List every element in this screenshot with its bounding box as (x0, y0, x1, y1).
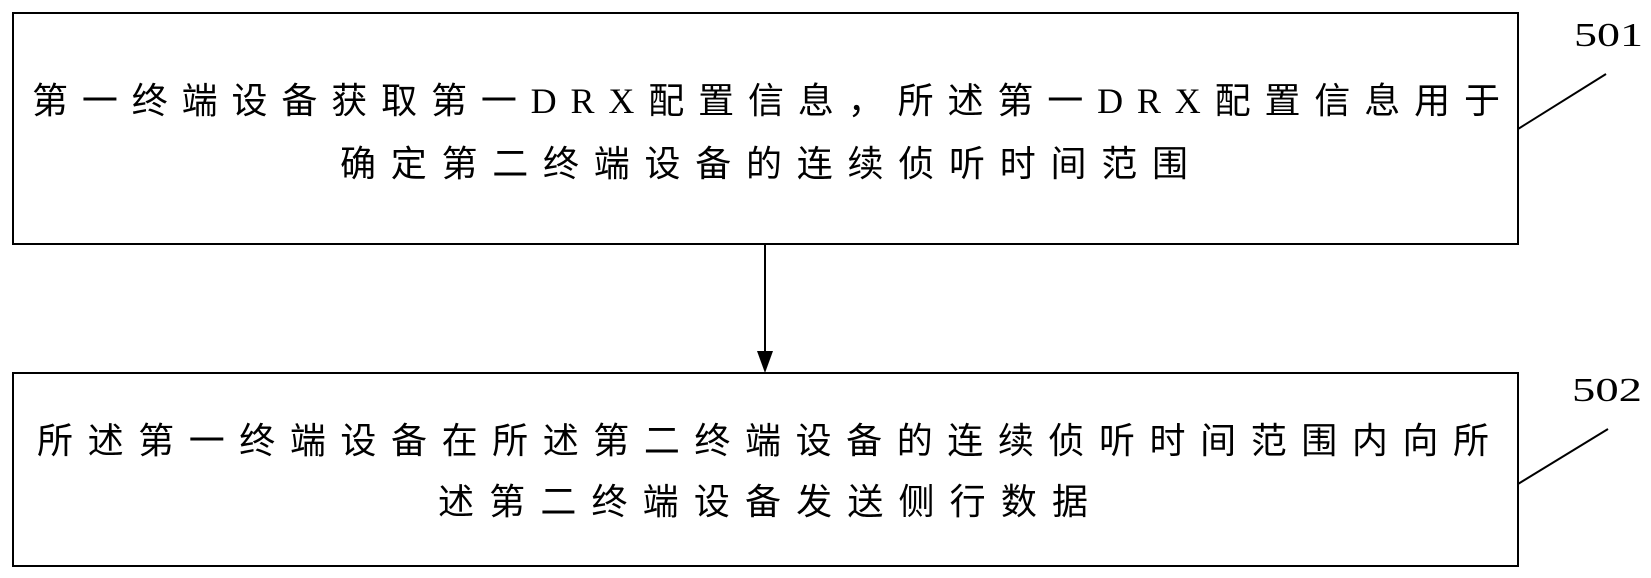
step-text-line: 第一终端设备获取第一DRX配置信息，所述第一DRX配置信息用于 (32, 81, 1500, 121)
step-box-501 (12, 12, 1519, 245)
step-502: 所述第一终端设备在所述第二终端设备的连续侦听时间范围内向所 述第二终端设备发送侧… (12, 372, 1642, 567)
step-501: 第一终端设备获取第一DRX配置信息，所述第一DRX配置信息用于 确定第二终端设备… (12, 12, 1643, 245)
leader-line (1517, 428, 1609, 485)
step-box-502 (12, 372, 1519, 567)
step-label: 502 (1572, 372, 1642, 409)
step-text-line: 所述第一终端设备在所述第二终端设备的连续侦听时间范围内向所 (37, 421, 1489, 461)
step-text-line: 述第二终端设备发送侧行数据 (438, 482, 1088, 522)
step-text-line: 确定第二终端设备的连续侦听时间范围 (340, 144, 1188, 184)
step-label: 501 (1574, 17, 1643, 54)
flow-arrow (757, 244, 773, 373)
leader-line (1517, 73, 1607, 130)
